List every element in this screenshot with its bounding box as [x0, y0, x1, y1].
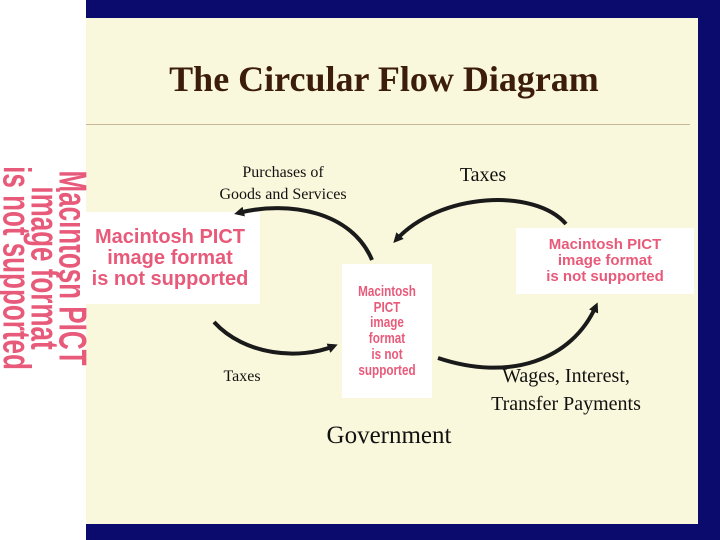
purchases-label-line1: Purchases of	[242, 164, 324, 181]
slide-title: The Circular Flow Diagram	[169, 59, 599, 99]
arrow-households-to-gov	[212, 320, 338, 356]
placeholder-line2: image format	[557, 252, 653, 270]
purchases-label: Purchases of Goods and Services	[196, 162, 370, 206]
placeholder-line1: Macintosh PICT	[94, 225, 245, 248]
placeholder-line3: is not supported	[358, 345, 416, 379]
taxes-left-label: Taxes	[223, 368, 261, 385]
arrow-firms-to-gov	[393, 198, 568, 243]
placeholder-line3: is not supported	[91, 267, 249, 290]
title-divider	[86, 124, 690, 125]
government-image-placeholder: Macintosh PICT image format is not suppo…	[342, 264, 432, 398]
placeholder-line1: Macintosh PICT	[358, 282, 416, 316]
arrow-gov-to-households	[234, 206, 374, 261]
purchases-label-line2: Goods and Services	[219, 186, 347, 203]
arrow-gov-to-firms	[437, 302, 599, 370]
firms-image-placeholder: Macintosh PICT image format is not suppo…	[516, 228, 694, 294]
placeholder-line2: image format	[368, 314, 406, 347]
households-image-placeholder: Macintosh PICT image format is not suppo…	[80, 212, 260, 304]
placeholder-line3: is not supported	[546, 267, 664, 285]
placeholder-line2: image format	[107, 246, 233, 269]
government-label: Government	[326, 422, 452, 449]
placeholder-line1: Macintosh PICT	[548, 236, 662, 254]
wages-label: Wages, Interest, Transfer Payments	[466, 362, 666, 418]
left-white-strip	[0, 0, 86, 540]
wages-label-line1: Wages, Interest,	[502, 365, 630, 387]
wages-label-line2: Transfer Payments	[491, 393, 641, 415]
taxes-top-label: Taxes	[459, 164, 507, 186]
